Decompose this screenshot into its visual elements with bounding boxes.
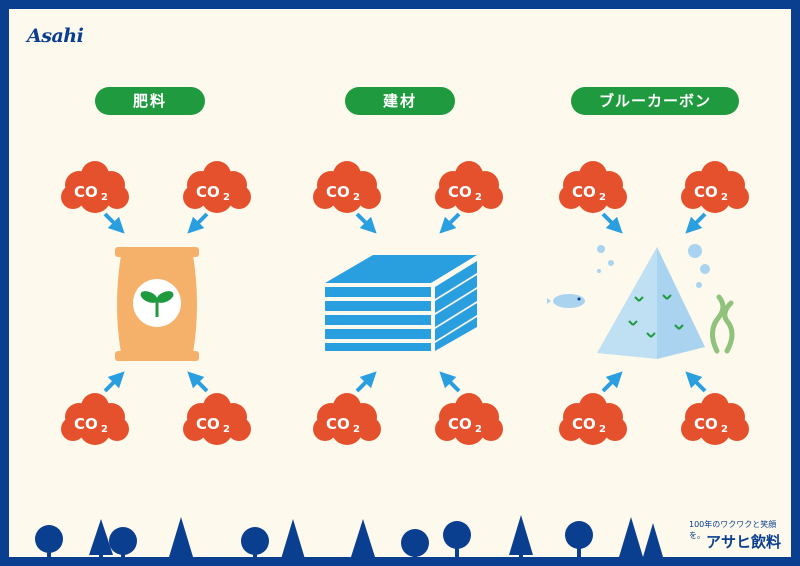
forest (35, 515, 663, 557)
co2-subscript: 2 (475, 192, 482, 203)
brand-name: アサヒ飲料 (706, 533, 782, 551)
arrow-up (439, 371, 461, 393)
co2-text: CO (572, 183, 596, 201)
asahi-logo: Asahi (27, 25, 84, 47)
co2-subscript: 2 (353, 192, 360, 203)
co2-text: CO (196, 183, 220, 201)
co2-subscript: 2 (101, 424, 108, 435)
co2-subscript: 2 (599, 192, 606, 203)
blue-carbon-pyramid-icon (547, 244, 735, 359)
co2-subscript: 2 (475, 424, 482, 435)
label-building-material: 建材 (345, 87, 455, 115)
co2-subscript: 2 (599, 424, 606, 435)
co2-cloud: CO 2 (681, 161, 749, 213)
label-fertilizer: 肥料 (95, 87, 205, 115)
co2-text: CO (694, 415, 718, 433)
co2-text: CO (74, 183, 98, 201)
tree-icon (401, 529, 429, 557)
co2-cloud: CO 2 (435, 161, 503, 213)
co2-cloud: CO 2 (559, 161, 627, 213)
fish-icon (547, 294, 585, 308)
co2-subscript: 2 (101, 192, 108, 203)
arrow-up (601, 371, 623, 393)
co2-text: CO (572, 415, 596, 433)
co2-cloud: CO 2 (681, 393, 749, 445)
slogan: 100年のワクワクと笑顔を。 (689, 520, 777, 540)
co2-text: CO (448, 183, 472, 201)
arrow-down (685, 212, 707, 234)
co2-subscript: 2 (223, 192, 230, 203)
seaweed-icon (710, 294, 735, 354)
co2-subscript: 2 (721, 192, 728, 203)
arrow-down (439, 212, 461, 234)
tree-icon (281, 519, 305, 557)
co2-cloud: CO 2 (61, 161, 129, 213)
co2-cloud: CO 2 (435, 393, 503, 445)
arrow-down (355, 212, 377, 234)
arrow-up (103, 371, 125, 393)
co2-cloud: CO 2 (559, 393, 627, 445)
co2-cloud: CO 2 (313, 393, 381, 445)
building-material-icon (325, 255, 477, 351)
co2-subscript: 2 (353, 424, 360, 435)
co2-subscript: 2 (721, 424, 728, 435)
tree-icon (241, 527, 269, 557)
arrow-up (187, 371, 209, 393)
tree-icon (109, 527, 137, 557)
co2-cloud: CO 2 (183, 393, 251, 445)
co2-text: CO (196, 415, 220, 433)
co2-text: CO (694, 183, 718, 201)
tree-icon (509, 515, 533, 557)
arrow-up (355, 371, 377, 393)
co2-text: CO (448, 415, 472, 433)
co2-cloud: CO 2 (183, 161, 251, 213)
arrow-up (685, 371, 707, 393)
label-blue-carbon: ブルーカーボン (571, 87, 739, 115)
bubble-icon (597, 244, 710, 288)
co2-text: CO (74, 415, 98, 433)
arrow-down (601, 212, 623, 234)
tree-icon (643, 523, 663, 557)
fertilizer-bag-icon (115, 247, 199, 361)
tree-icon (169, 517, 193, 557)
arrows (103, 212, 707, 393)
tree-icon (619, 517, 643, 557)
tree-icon (35, 525, 63, 557)
tree-icon (89, 519, 113, 557)
co2-text: CO (326, 415, 350, 433)
tree-icon (443, 521, 471, 557)
co2-cloud: CO 2 (313, 161, 381, 213)
co2-text: CO (326, 183, 350, 201)
co2-subscript: 2 (223, 424, 230, 435)
arrow-down (103, 212, 125, 234)
co2-cloud: CO 2 (61, 393, 129, 445)
tree-icon (565, 521, 593, 557)
arrow-down (187, 212, 209, 234)
tree-icon (351, 519, 375, 557)
